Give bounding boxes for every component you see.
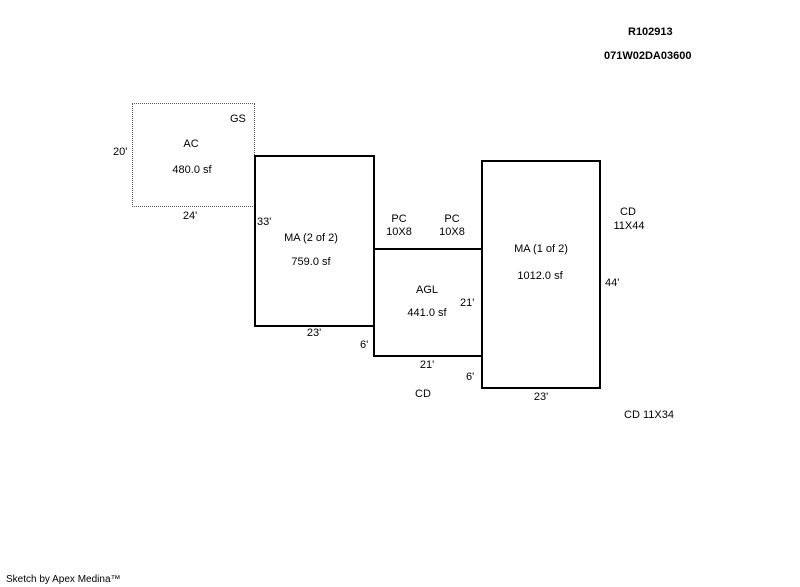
agl-area: 441.0 sf (407, 307, 447, 319)
cd-bottom-right: CD 11X34 (624, 409, 674, 421)
ma1-area: 1012.0 sf (517, 270, 563, 282)
ac-code: AC (183, 138, 199, 150)
ma2-area: 759.0 sf (291, 256, 331, 268)
parcel-id: R102913 (628, 26, 673, 38)
cd-bottom: CD (415, 388, 431, 400)
pc-right-line2: 10X8 (439, 226, 465, 238)
ma1-depth: 44' (605, 277, 620, 289)
pc-left-line1: PC (391, 213, 407, 225)
ma1-code: MA (1 of 2) (514, 243, 568, 255)
agl-depth: 21' (460, 297, 475, 309)
pc-left-line2: 10X8 (386, 226, 412, 238)
ac-width: 24' (182, 210, 198, 222)
area-ma-1[interactable] (481, 160, 601, 389)
ma2-depth: 33' (257, 216, 272, 228)
agl-code: AGL (415, 284, 439, 296)
ac-tag: GS (230, 113, 246, 125)
ma1-width: 23' (533, 391, 549, 403)
offset-left: 6' (360, 339, 369, 351)
sketch-credit: Sketch by Apex Medina™ (6, 574, 121, 585)
ma2-code: MA (2 of 2) (284, 232, 338, 244)
pc-right-line1: PC (444, 213, 460, 225)
agl-width: 21' (419, 359, 435, 371)
area-ma-2[interactable] (254, 155, 375, 327)
ac-depth: 20' (113, 146, 128, 158)
cd-right-line2: 11X44 (613, 220, 645, 232)
ac-area: 480.0 sf (172, 164, 212, 176)
offset-mid: 6' (466, 371, 475, 383)
map-number: 071W02DA03600 (604, 50, 692, 62)
ma2-width: 23' (306, 327, 322, 339)
cd-right-line1: CD (620, 206, 636, 218)
